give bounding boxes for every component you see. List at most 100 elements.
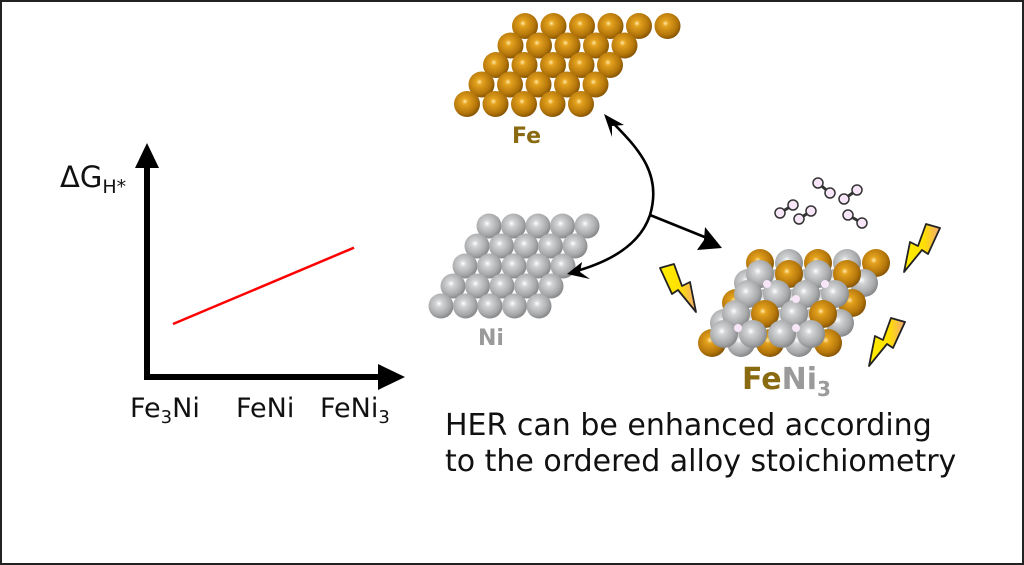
- ni-atom: [452, 253, 478, 279]
- x-tick-feni3: FeNi3: [320, 393, 390, 428]
- ni-atom: [739, 320, 767, 348]
- h-atom: [838, 193, 850, 205]
- fe-atom: [569, 13, 595, 39]
- caption-line-2: to the ordered alloy stoichiometry: [445, 444, 957, 479]
- ni-atom: [501, 253, 527, 279]
- h-atom: [812, 177, 824, 189]
- ni-atom: [465, 273, 490, 299]
- reaction-arrows: [572, 121, 713, 274]
- ni-atom: [428, 293, 454, 319]
- h2-molecule: [812, 177, 836, 199]
- h2-molecule: [838, 184, 863, 205]
- caption: HER can be enhanced according to the ord…: [445, 408, 956, 480]
- h2-molecules: [774, 177, 868, 229]
- fe-atom: [512, 13, 538, 39]
- fe-atom: [525, 71, 552, 98]
- x-tick-fe3ni: Fe3Ni: [130, 393, 200, 428]
- ni-atom: [562, 233, 588, 259]
- ni-atom: [514, 273, 539, 299]
- fe-atom: [597, 52, 623, 78]
- arrowhead-ni: [567, 262, 590, 279]
- lightning-bolt-icon: [868, 317, 906, 367]
- ni-atom: [489, 233, 514, 259]
- arrowhead-fe: [604, 114, 624, 137]
- h2-molecule: [774, 199, 799, 219]
- fe-atom: [511, 52, 538, 78]
- ni-atom: [440, 273, 466, 299]
- h2-molecule: [842, 209, 868, 229]
- h-adatom: [734, 324, 742, 332]
- chart: [135, 143, 405, 390]
- h-atom: [856, 217, 868, 229]
- trend-line: [172, 246, 355, 326]
- ni-atom: [453, 293, 478, 319]
- ni-atom: [502, 293, 527, 319]
- fe-atom: [611, 32, 638, 59]
- fe-atom: [526, 32, 552, 59]
- fe-label: Fe: [512, 124, 542, 149]
- ni-atom: [525, 213, 551, 239]
- h-atom: [787, 199, 799, 211]
- lightning-bolt-icon: [903, 223, 941, 273]
- h-adatom: [792, 324, 800, 332]
- ni-label: Ni: [478, 326, 504, 351]
- fe-atom: [568, 52, 595, 78]
- h-adatom: [821, 280, 829, 288]
- ni-atom: [768, 320, 796, 348]
- h2-molecule: [793, 205, 817, 225]
- x-tick-feni: FeNi: [236, 393, 295, 424]
- fe-atom: [454, 91, 480, 117]
- fe-atom: [554, 32, 581, 59]
- ni-atom: [526, 253, 551, 279]
- fe-atom: [654, 13, 681, 39]
- straight-arrow: [649, 213, 713, 242]
- h-atom: [793, 213, 805, 225]
- x-axis-arrowhead: [378, 364, 405, 390]
- feni3-slab: [698, 249, 890, 357]
- h-atom: [805, 205, 817, 217]
- fe-atom: [540, 13, 567, 39]
- ni-atom: [550, 213, 575, 239]
- fe-slab: [454, 13, 681, 117]
- fe-atom: [540, 52, 566, 78]
- fe-atom: [597, 13, 624, 39]
- lightning-bolts: [659, 223, 941, 367]
- fe-atom: [511, 91, 537, 117]
- h-atom: [851, 184, 863, 196]
- ni-atom: [513, 233, 539, 259]
- arrowhead-alloy: [697, 227, 722, 250]
- fe-atom: [497, 71, 523, 98]
- fe-atom: [626, 13, 652, 39]
- alloy-label: FeNi3: [742, 362, 831, 401]
- fe-atom: [554, 71, 580, 98]
- fe-atom: [582, 71, 609, 98]
- ni-atom: [538, 273, 564, 299]
- fe-atom: [539, 91, 566, 117]
- h-adatom: [763, 280, 771, 288]
- ni-slab: [428, 213, 600, 319]
- h-atom: [774, 207, 786, 219]
- fe-atom: [483, 52, 509, 78]
- ni-atom: [797, 320, 825, 348]
- ni-atom: [574, 213, 600, 239]
- caption-line-1: HER can be enhanced according: [445, 408, 932, 443]
- h-atom: [842, 209, 854, 221]
- fe-atom: [583, 32, 609, 59]
- fe-atom: [482, 91, 509, 117]
- ni-atom: [538, 233, 563, 259]
- fe-atom: [497, 32, 524, 59]
- ni-atom: [477, 293, 503, 319]
- ni-atom: [489, 273, 515, 299]
- fe-atom: [468, 71, 495, 98]
- ni-atom: [477, 253, 502, 279]
- y-axis-label: ΔGH*: [60, 160, 127, 198]
- ni-atom: [526, 293, 552, 319]
- ni-atom: [710, 320, 738, 348]
- fe-atom: [568, 91, 594, 117]
- y-axis-arrowhead: [135, 143, 159, 168]
- ni-atom: [464, 233, 490, 259]
- ni-atom: [501, 213, 526, 239]
- lightning-bolt-icon: [659, 263, 697, 313]
- h-adatom: [792, 295, 800, 303]
